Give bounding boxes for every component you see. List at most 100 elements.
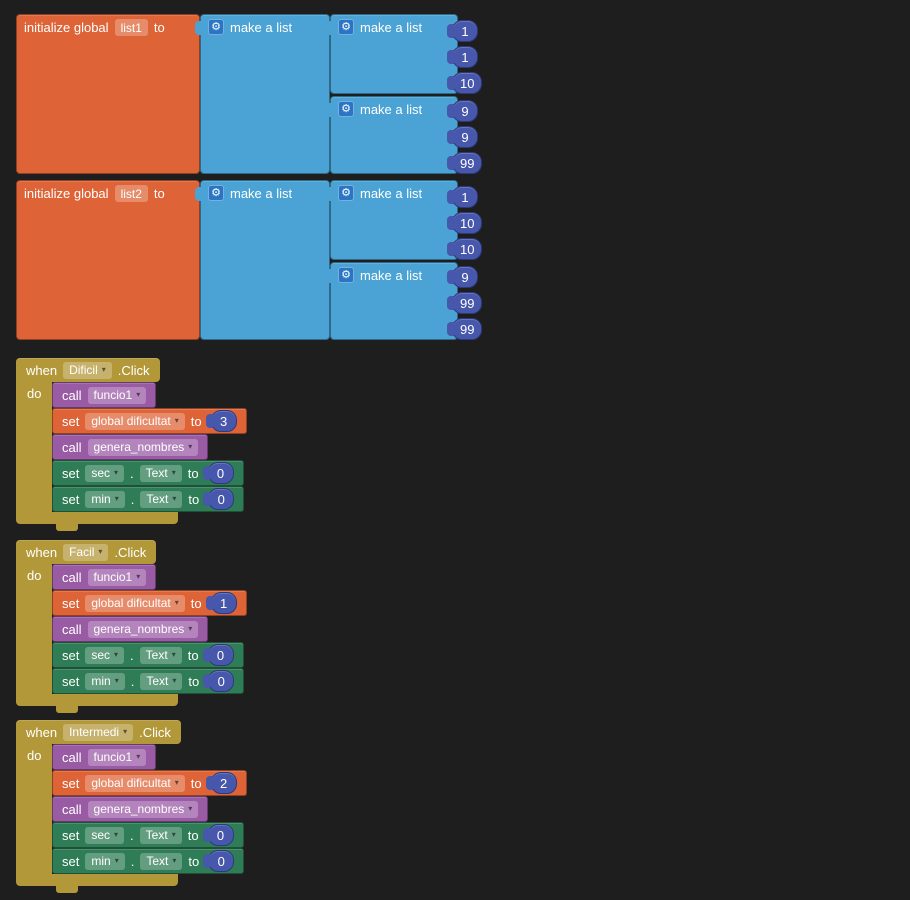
dropdown-arrow-icon: ▾ bbox=[171, 830, 176, 839]
number-block[interactable]: 99 bbox=[446, 292, 483, 314]
to-label: to bbox=[188, 491, 200, 507]
event-block-bottom bbox=[16, 874, 178, 886]
make-a-list-outer-block[interactable]: ⚙ make a list bbox=[195, 180, 330, 340]
number-block[interactable]: 1 bbox=[447, 46, 478, 68]
component-dropdown[interactable]: min ▾ bbox=[85, 490, 125, 508]
mutator-gear-icon[interactable]: ⚙ bbox=[338, 267, 354, 283]
number-block[interactable]: 10 bbox=[446, 238, 483, 260]
make-a-list-inner-block[interactable]: ⚙ make a list bbox=[325, 262, 458, 340]
procedure-dropdown[interactable]: funcio1 ▾ bbox=[87, 386, 147, 404]
mutator-gear-icon[interactable]: ⚙ bbox=[208, 19, 224, 35]
set-property-block[interactable]: set min ▾ . Text ▾ to 0 bbox=[52, 486, 245, 512]
procedure-dropdown[interactable]: funcio1 ▾ bbox=[87, 748, 147, 766]
make-a-list-label: make a list bbox=[360, 19, 423, 35]
number-block[interactable]: 2 bbox=[205, 772, 237, 794]
component-dropdown[interactable]: Facil ▾ bbox=[63, 543, 109, 561]
when-label: when bbox=[26, 724, 58, 740]
call-procedure-block[interactable]: call funcio1 ▾ bbox=[52, 382, 157, 408]
mutator-gear-icon[interactable]: ⚙ bbox=[338, 185, 354, 201]
event-header[interactable]: when Dificil ▾ .Click bbox=[16, 358, 160, 382]
number-block[interactable]: 9 bbox=[447, 100, 478, 122]
make-a-list-inner-block[interactable]: ⚙ make a list bbox=[325, 96, 458, 174]
component-dropdown[interactable]: Intermedi ▾ bbox=[63, 723, 134, 741]
number-block[interactable]: 0 bbox=[202, 824, 234, 846]
procedure-dropdown[interactable]: genera_nombres ▾ bbox=[87, 620, 199, 638]
component-dropdown[interactable]: sec ▾ bbox=[85, 464, 125, 482]
component-dropdown[interactable]: sec ▾ bbox=[85, 826, 125, 844]
property-dropdown[interactable]: Text ▾ bbox=[140, 672, 183, 690]
number-block[interactable]: 1 bbox=[447, 20, 478, 42]
number-block[interactable]: 1 bbox=[205, 592, 237, 614]
number-block[interactable]: 0 bbox=[202, 644, 234, 666]
dropdown-arrow-icon: ▾ bbox=[171, 468, 176, 477]
number-block[interactable]: 0 bbox=[203, 488, 235, 510]
dot-label: . bbox=[130, 647, 134, 663]
call-procedure-block[interactable]: call genera_nombres ▾ bbox=[52, 796, 209, 822]
number-block[interactable]: 99 bbox=[446, 152, 483, 174]
procedure-dropdown[interactable]: genera_nombres ▾ bbox=[87, 438, 199, 456]
set-property-block[interactable]: set sec ▾ . Text ▾ to 0 bbox=[52, 460, 244, 486]
set-label: set bbox=[62, 853, 80, 869]
dot-label: . bbox=[130, 491, 135, 507]
call-procedure-block[interactable]: call genera_nombres ▾ bbox=[52, 616, 209, 642]
do-slot: do bbox=[16, 564, 52, 694]
number-block[interactable]: 10 bbox=[446, 72, 483, 94]
call-procedure-block[interactable]: call genera_nombres ▾ bbox=[52, 434, 209, 460]
number-block[interactable]: 0 bbox=[202, 462, 234, 484]
call-procedure-block[interactable]: call funcio1 ▾ bbox=[52, 744, 157, 770]
variable-name-field[interactable]: list1 bbox=[114, 19, 148, 36]
number-block[interactable]: 10 bbox=[446, 212, 483, 234]
make-a-list-label: make a list bbox=[360, 267, 423, 283]
set-property-block[interactable]: set sec ▾ . Text ▾ to 0 bbox=[52, 642, 244, 668]
initialize-global-block[interactable]: initialize global list1 to bbox=[16, 14, 200, 174]
property-dropdown[interactable]: Text ▾ bbox=[139, 646, 182, 664]
number-block[interactable]: 0 bbox=[203, 670, 235, 692]
event-block-bottom bbox=[16, 512, 178, 524]
initialize-global-label: initialize global bbox=[24, 186, 109, 201]
variable-dropdown[interactable]: global dificultat ▾ bbox=[85, 594, 185, 612]
component-dropdown[interactable]: Dificil ▾ bbox=[63, 361, 112, 379]
to-label: to bbox=[190, 413, 202, 429]
mutator-gear-icon[interactable]: ⚙ bbox=[338, 101, 354, 117]
component-dropdown[interactable]: min ▾ bbox=[85, 672, 125, 690]
make-a-list-label: make a list bbox=[360, 185, 423, 201]
make-a-list-inner-block[interactable]: ⚙ make a list bbox=[325, 14, 458, 94]
when-label: when bbox=[26, 362, 58, 378]
property-dropdown[interactable]: Text ▾ bbox=[139, 826, 182, 844]
procedure-dropdown[interactable]: funcio1 ▾ bbox=[87, 568, 147, 586]
set-variable-block[interactable]: set global dificultat ▾ to 2 bbox=[52, 770, 247, 796]
dropdown-arrow-icon: ▾ bbox=[174, 416, 179, 425]
component-dropdown[interactable]: min ▾ bbox=[85, 852, 125, 870]
variable-dropdown[interactable]: global dificultat ▾ bbox=[85, 412, 185, 430]
event-header[interactable]: when Intermedi ▾ .Click bbox=[16, 720, 181, 744]
set-property-block[interactable]: set min ▾ . Text ▾ to 0 bbox=[52, 848, 245, 874]
mutator-gear-icon[interactable]: ⚙ bbox=[208, 185, 224, 201]
to-label: to bbox=[153, 186, 165, 201]
initialize-global-block[interactable]: initialize global list2 to bbox=[16, 180, 200, 340]
event-header[interactable]: when Facil ▾ .Click bbox=[16, 540, 157, 564]
number-block[interactable]: 3 bbox=[205, 410, 237, 432]
variable-dropdown[interactable]: global dificultat ▾ bbox=[85, 774, 185, 792]
make-a-list-outer-block[interactable]: ⚙ make a list bbox=[195, 14, 330, 174]
do-label: do bbox=[27, 568, 42, 583]
property-dropdown[interactable]: Text ▾ bbox=[140, 852, 183, 870]
number-block[interactable]: 1 bbox=[447, 186, 478, 208]
number-block[interactable]: 9 bbox=[447, 126, 478, 148]
number-block[interactable]: 99 bbox=[446, 318, 483, 340]
set-variable-block[interactable]: set global dificultat ▾ to 1 bbox=[52, 590, 247, 616]
component-dropdown[interactable]: sec ▾ bbox=[85, 646, 125, 664]
variable-name-field[interactable]: list2 bbox=[114, 185, 148, 202]
set-property-block[interactable]: set min ▾ . Text ▾ to 0 bbox=[52, 668, 245, 694]
property-dropdown[interactable]: Text ▾ bbox=[140, 490, 183, 508]
procedure-dropdown[interactable]: genera_nombres ▾ bbox=[87, 800, 199, 818]
number-block[interactable]: 9 bbox=[447, 266, 478, 288]
set-property-block[interactable]: set sec ▾ . Text ▾ to 0 bbox=[52, 822, 244, 848]
number-block[interactable]: 0 bbox=[203, 850, 235, 872]
set-variable-block[interactable]: set global dificultat ▾ to 3 bbox=[52, 408, 247, 434]
call-procedure-block[interactable]: call funcio1 ▾ bbox=[52, 564, 157, 590]
event-name-label: .Click bbox=[114, 544, 147, 560]
mutator-gear-icon[interactable]: ⚙ bbox=[338, 19, 354, 35]
property-dropdown[interactable]: Text ▾ bbox=[139, 464, 182, 482]
make-a-list-inner-block[interactable]: ⚙ make a list bbox=[325, 180, 458, 260]
